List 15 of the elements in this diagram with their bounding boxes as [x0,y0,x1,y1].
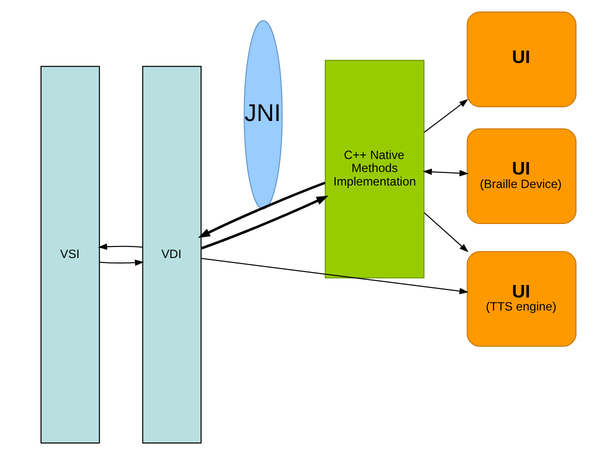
node-box: VSI [40,66,100,444]
arrow [423,212,468,252]
node-box: C++ Native Methods Implementation [324,60,424,278]
arrow [200,196,328,250]
arrow [422,168,468,176]
arrow [197,182,326,238]
node-box: UI (TTS engine) [466,251,576,347]
arrow [200,258,468,294]
node-box: UI [466,12,576,108]
node-ellipse: JNI [243,20,282,210]
arrow [98,244,142,250]
arrow [424,98,468,133]
node-box: VDI [142,66,202,444]
node-box: UI (Braille Device) [466,128,576,224]
arrow [98,260,144,266]
